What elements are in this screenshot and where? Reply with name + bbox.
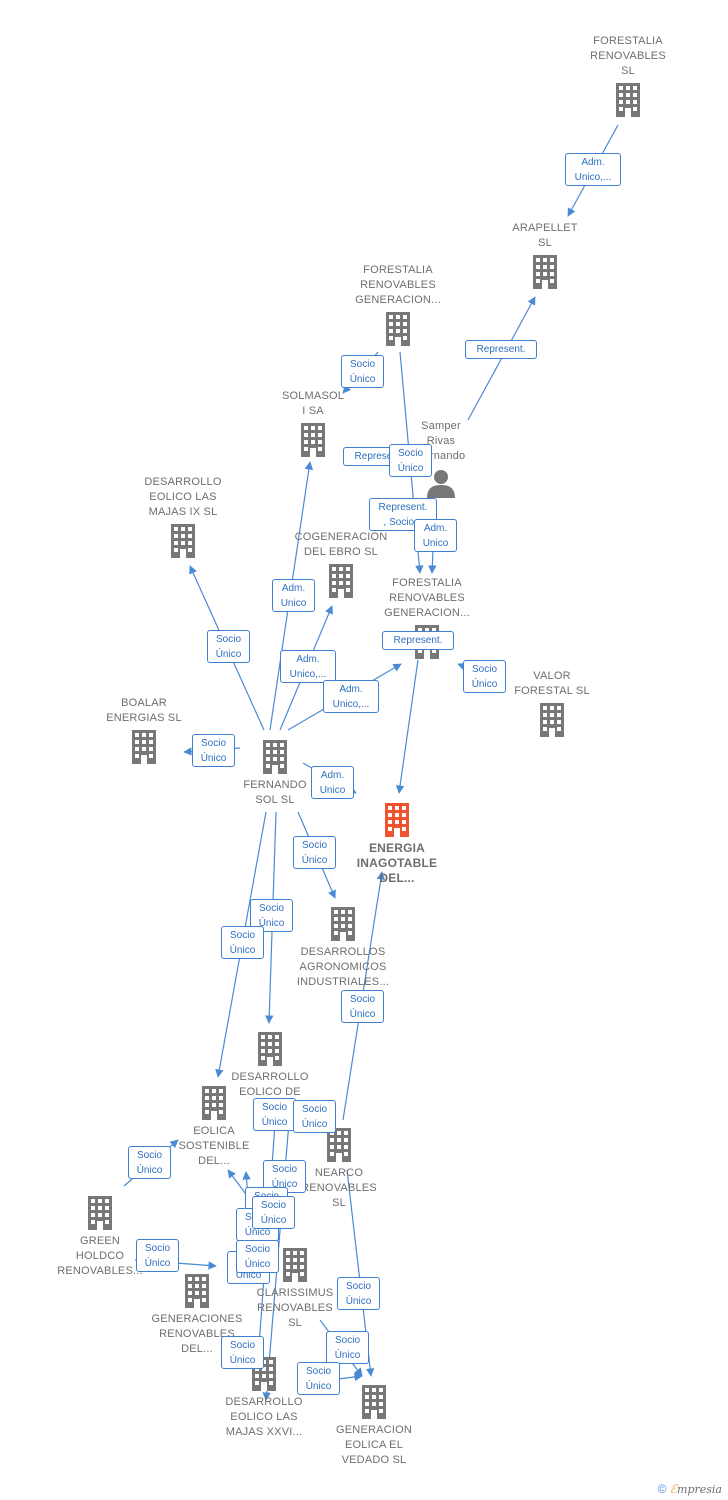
edge-label[interactable]: Adm.Unico — [311, 766, 354, 799]
building-icon[interactable] — [301, 423, 325, 457]
building-icon[interactable] — [616, 83, 640, 117]
building-icon[interactable] — [171, 524, 195, 558]
building-icon[interactable] — [263, 740, 287, 774]
edge-label[interactable]: Adm.Unico — [414, 519, 457, 552]
building-icon[interactable] — [533, 255, 557, 289]
building-icon[interactable] — [386, 312, 410, 346]
edge-label[interactable]: Adm.Unico,... — [565, 153, 621, 186]
building-icon[interactable] — [88, 1196, 112, 1230]
edge-label[interactable]: Adm.Unico,... — [280, 650, 336, 683]
building-icon[interactable] — [283, 1248, 307, 1282]
relationship-edge — [395, 659, 419, 794]
edge-label[interactable]: Adm.Unico,... — [323, 680, 379, 713]
building-icon[interactable] — [329, 564, 353, 598]
brand-logo-e: ℰ — [669, 1482, 678, 1496]
building-icon[interactable] — [132, 730, 156, 764]
building-icon[interactable] — [331, 907, 355, 941]
copyright-symbol: © — [657, 1482, 667, 1496]
footer-brand[interactable]: © ℰmpresia — [658, 1482, 722, 1496]
building-icon[interactable] — [185, 1274, 209, 1308]
edge-label[interactable]: Adm.Unico — [272, 579, 315, 612]
edge-label[interactable]: Represent. — [465, 340, 537, 359]
brand-logo-text: mpresia — [677, 1483, 722, 1496]
building-icon[interactable] — [258, 1032, 282, 1066]
building-icon[interactable] — [385, 803, 409, 837]
building-icon[interactable] — [540, 703, 564, 737]
building-icon[interactable] — [362, 1385, 386, 1419]
building-icon[interactable] — [327, 1128, 351, 1162]
edge-label[interactable]: Represent., Socio... — [369, 498, 437, 531]
edge-label[interactable]: Represent. — [382, 631, 454, 650]
